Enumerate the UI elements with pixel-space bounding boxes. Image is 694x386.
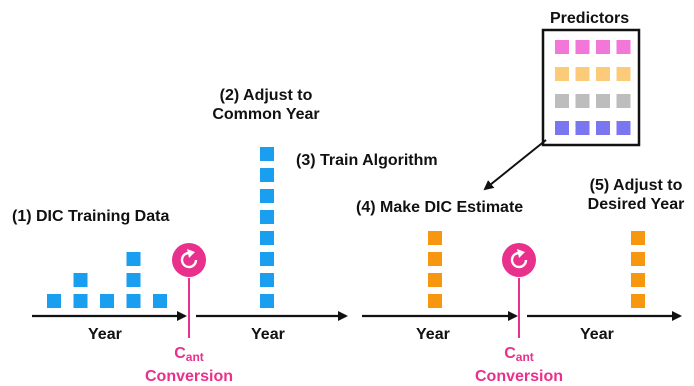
data-square xyxy=(428,294,442,308)
predictor-square xyxy=(596,94,610,108)
cant-label: Cant xyxy=(504,345,534,364)
step2-label: (2) Adjust to Common Year xyxy=(198,86,334,124)
data-square xyxy=(631,294,645,308)
data-square xyxy=(126,252,141,266)
data-square xyxy=(126,294,141,308)
predictor-square xyxy=(616,94,631,108)
data-square xyxy=(260,252,274,266)
predictor-square xyxy=(596,67,610,81)
step1-label: (1) DIC Training Data xyxy=(12,208,170,225)
predictor-square xyxy=(555,67,569,81)
conversion-word: Conversion xyxy=(144,368,233,385)
data-square xyxy=(428,231,442,245)
predictor-square xyxy=(575,121,590,135)
data-square xyxy=(260,189,274,203)
refresh-icon xyxy=(510,249,528,269)
data-square xyxy=(73,294,88,308)
step2-line1: (2) Adjust to xyxy=(219,87,313,104)
predictor-square xyxy=(616,121,631,135)
predictor-square xyxy=(616,40,631,54)
predictor-square xyxy=(596,40,610,54)
data-square xyxy=(47,294,61,308)
step3-label: (3) Train Algorithm xyxy=(296,152,438,169)
data-square xyxy=(260,210,274,224)
predictors-title: Predictors xyxy=(550,10,630,27)
data-square xyxy=(260,273,274,287)
estimate-squares xyxy=(428,231,442,308)
step5-label: (5) Adjust to Desired Year xyxy=(574,176,694,214)
data-square xyxy=(100,294,114,308)
conversion-marker-2 xyxy=(502,243,536,338)
step4-label: (4) Make DIC Estimate xyxy=(356,199,524,216)
step2-line2: Common Year xyxy=(212,106,320,123)
axis-label-4: Year xyxy=(580,326,614,343)
axis-label-3: Year xyxy=(416,326,450,343)
axis-label-2: Year xyxy=(251,326,285,343)
predictor-square xyxy=(555,94,569,108)
predictor-square xyxy=(596,121,610,135)
predictor-square xyxy=(555,40,569,54)
data-square xyxy=(260,294,274,308)
data-square xyxy=(631,252,645,266)
data-square xyxy=(260,231,274,245)
data-square xyxy=(428,273,442,287)
predictor-square xyxy=(575,40,590,54)
predictor-arrow xyxy=(483,139,547,191)
conversion-marker-1 xyxy=(172,243,206,338)
data-square xyxy=(153,294,167,308)
common-year-squares xyxy=(260,147,274,308)
data-square xyxy=(126,273,141,287)
refresh-icon xyxy=(180,249,198,269)
step5-line2: Desired Year xyxy=(587,196,685,213)
training-data-squares xyxy=(47,252,167,308)
data-square xyxy=(631,231,645,245)
data-square xyxy=(631,273,645,287)
predictor-square xyxy=(575,67,590,81)
axis-label-1: Year xyxy=(88,326,122,343)
conversion-word: Conversion xyxy=(474,368,563,385)
data-square xyxy=(260,147,274,161)
data-square xyxy=(73,273,88,287)
data-square xyxy=(428,252,442,266)
predictor-square xyxy=(616,67,631,81)
conversion-label-1: Cant Conversion xyxy=(134,344,244,386)
cant-label: Cant xyxy=(174,345,204,364)
desired-year-squares xyxy=(631,231,645,308)
predictor-square xyxy=(575,94,590,108)
predictor-square xyxy=(555,121,569,135)
data-square xyxy=(260,168,274,182)
step5-line1: (5) Adjust to xyxy=(589,177,683,194)
conversion-label-2: Cant Conversion xyxy=(464,344,574,386)
predictor-grid xyxy=(555,40,631,135)
